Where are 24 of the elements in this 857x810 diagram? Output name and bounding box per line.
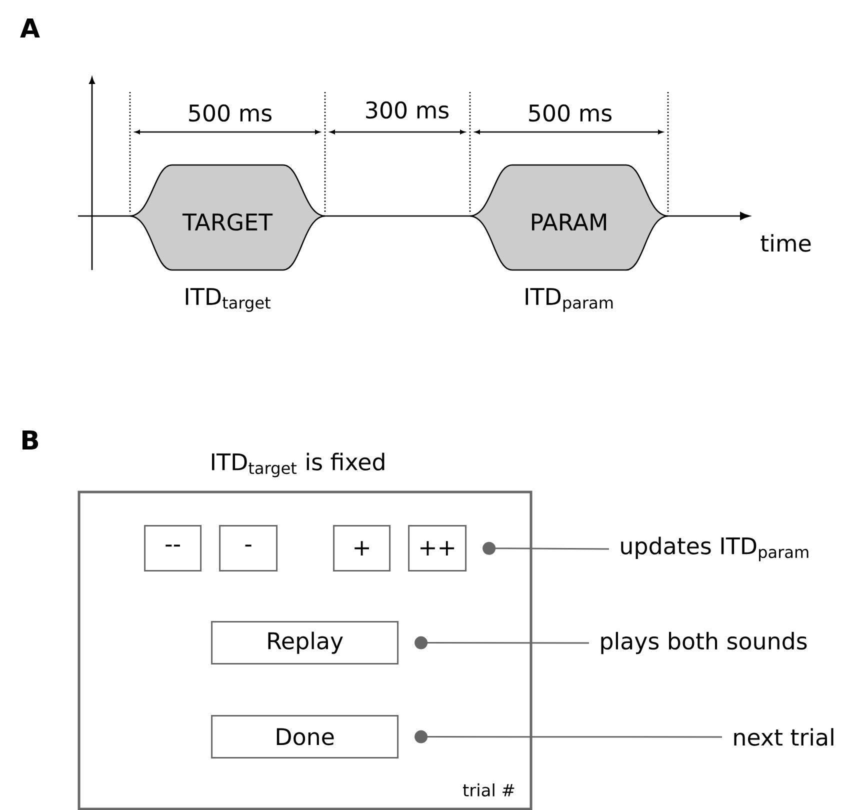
trial-counter: trial #: [462, 783, 514, 797]
button: -: [219, 525, 278, 572]
button: Replay: [211, 621, 399, 665]
button: +: [333, 525, 391, 572]
annotation-text: updates ITD$_{param}$: [621, 536, 808, 562]
duration-label: 500 ms: [189, 104, 272, 122]
button: Done: [211, 715, 399, 759]
button: --: [144, 525, 202, 572]
sound-pulse: TARGET: [129, 164, 326, 271]
panel-heading: ITD$_{target}$ is fixed: [212, 452, 384, 478]
node-caption: ITD$_{param}$: [526, 288, 613, 312]
duration-label: 300 ms: [366, 101, 448, 119]
annotation-text: next trial: [734, 728, 834, 746]
leader-line: [414, 636, 589, 650]
axis-label: time: [760, 234, 811, 252]
duration-label: 500 ms: [529, 104, 612, 122]
leader-line: [414, 730, 722, 744]
annotation-text: plays both sounds: [601, 632, 807, 654]
panel-letter: A: [20, 18, 40, 38]
sound-pulse: PARAM: [469, 164, 669, 271]
leader-line: [482, 542, 610, 555]
panel-letter: B: [22, 430, 38, 450]
node-caption: ITD$_{target}$: [186, 288, 270, 312]
button: ++: [408, 525, 467, 572]
